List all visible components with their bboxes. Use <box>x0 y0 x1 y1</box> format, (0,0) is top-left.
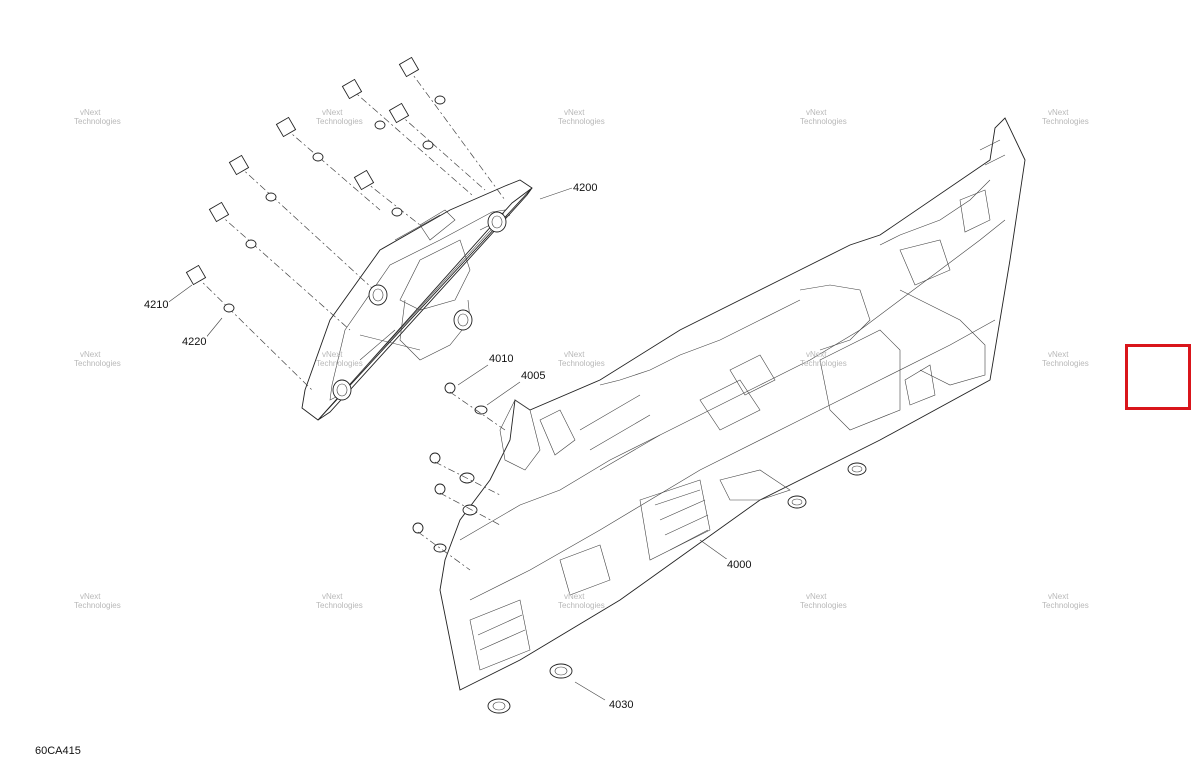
selection-highlight-box[interactable] <box>1125 344 1191 410</box>
callout-4030[interactable]: 4030 <box>608 699 635 711</box>
callout-4220[interactable]: 4220 <box>181 336 208 348</box>
fasteners-4010-4005 <box>412 382 506 571</box>
figure-code: 60CA415 <box>35 745 81 757</box>
callout-4010[interactable]: 4010 <box>488 353 515 365</box>
callout-4210[interactable]: 4210 <box>143 299 170 311</box>
callout-4005[interactable]: 4005 <box>520 370 547 382</box>
callout-4200[interactable]: 4200 <box>572 182 599 194</box>
panel-4000 <box>439 117 1026 691</box>
plate-4200 <box>301 179 533 421</box>
callout-4000[interactable]: 4000 <box>726 559 753 571</box>
washers-4030 <box>487 663 573 714</box>
fasteners-4210 <box>185 56 506 391</box>
